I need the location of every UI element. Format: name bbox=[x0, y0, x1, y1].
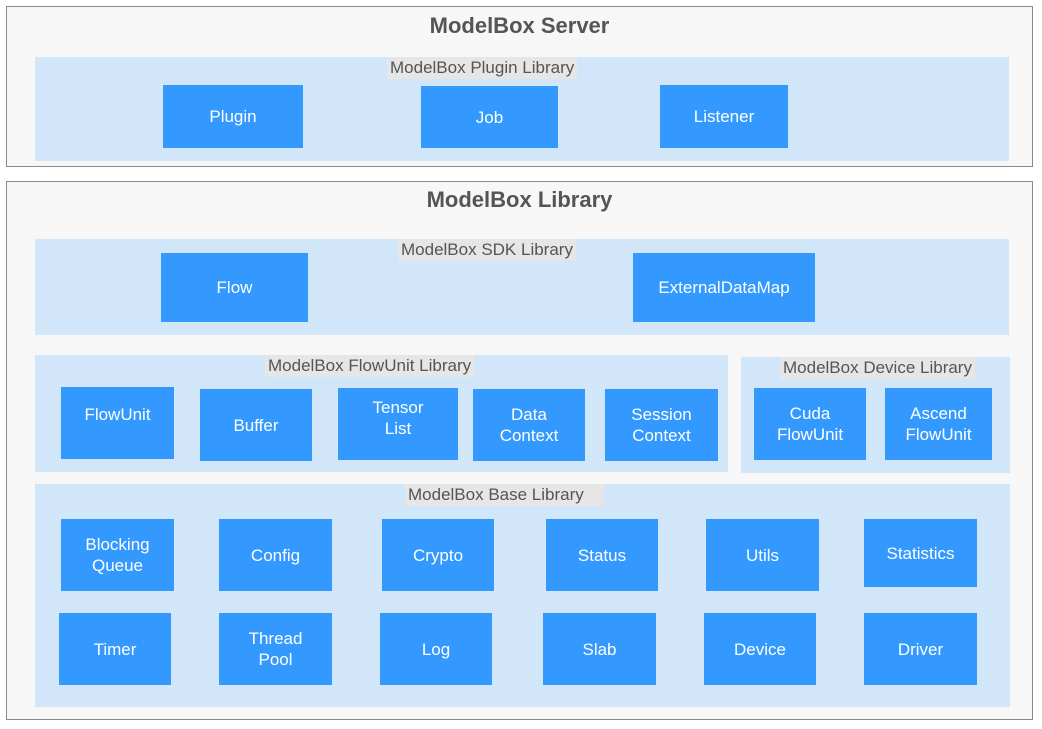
flowunit-library-title: ModelBox FlowUnit Library bbox=[265, 355, 475, 377]
flow-box: Flow bbox=[161, 253, 308, 322]
config-box: Config bbox=[219, 519, 332, 591]
status-box: Status bbox=[546, 519, 658, 591]
device-library-title: ModelBox Device Library bbox=[780, 357, 975, 379]
plugin-library-panel: ModelBox Plugin Library Plugin Job Liste… bbox=[35, 57, 1009, 161]
device-library-panel: ModelBox Device Library Cuda FlowUnit As… bbox=[741, 357, 1010, 473]
listener-box: Listener bbox=[660, 85, 788, 148]
modelbox-server-container: ModelBox Server ModelBox Plugin Library … bbox=[6, 6, 1033, 167]
job-box: Job bbox=[421, 86, 558, 148]
modelbox-server-title: ModelBox Server bbox=[429, 13, 610, 38]
buffer-box: Buffer bbox=[200, 389, 312, 461]
sdk-library-panel: ModelBox SDK Library Flow ExternalDataMa… bbox=[35, 239, 1009, 335]
session-context-box: Session Context bbox=[605, 389, 718, 461]
cuda-flowunit-box: Cuda FlowUnit bbox=[754, 388, 866, 460]
timer-box: Timer bbox=[59, 613, 171, 685]
utils-box: Utils bbox=[706, 519, 819, 591]
slab-box: Slab bbox=[543, 613, 656, 685]
data-context-box: Data Context bbox=[473, 389, 585, 461]
crypto-box: Crypto bbox=[382, 519, 494, 591]
driver-box: Driver bbox=[864, 613, 977, 685]
thread-pool-box: Thread Pool bbox=[219, 613, 332, 685]
plugin-library-title: ModelBox Plugin Library bbox=[387, 57, 578, 79]
base-library-panel: ModelBox Base Library Blocking Queue Con… bbox=[35, 484, 1010, 707]
statistics-box: Statistics bbox=[864, 519, 977, 587]
flowunit-box: FlowUnit bbox=[61, 387, 174, 459]
device-box: Device bbox=[704, 613, 816, 685]
modelbox-library-title: ModelBox Library bbox=[426, 187, 613, 212]
flowunit-library-panel: ModelBox FlowUnit Library FlowUnit Buffe… bbox=[35, 355, 728, 472]
sdk-library-title: ModelBox SDK Library bbox=[398, 239, 576, 261]
external-data-map-box: ExternalDataMap bbox=[633, 253, 815, 322]
ascend-flowunit-box: Ascend FlowUnit bbox=[885, 388, 992, 460]
modelbox-library-container: ModelBox Library ModelBox SDK Library Fl… bbox=[6, 181, 1033, 720]
blocking-queue-box: Blocking Queue bbox=[61, 519, 174, 591]
log-box: Log bbox=[380, 613, 492, 685]
plugin-box: Plugin bbox=[163, 85, 303, 148]
tensor-list-box: Tensor List bbox=[338, 388, 458, 460]
base-library-title: ModelBox Base Library bbox=[405, 484, 604, 506]
